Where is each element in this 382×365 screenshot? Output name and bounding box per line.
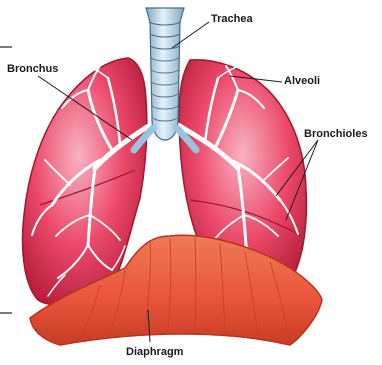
diaphragm-label: Diaphragm xyxy=(126,346,183,359)
bronchioles-label: Bronchioles xyxy=(304,128,368,141)
trachea-label: Trachea xyxy=(211,13,253,26)
bronchus-label: Bronchus xyxy=(7,63,58,76)
alveoli-label: Alveoli xyxy=(284,75,320,88)
